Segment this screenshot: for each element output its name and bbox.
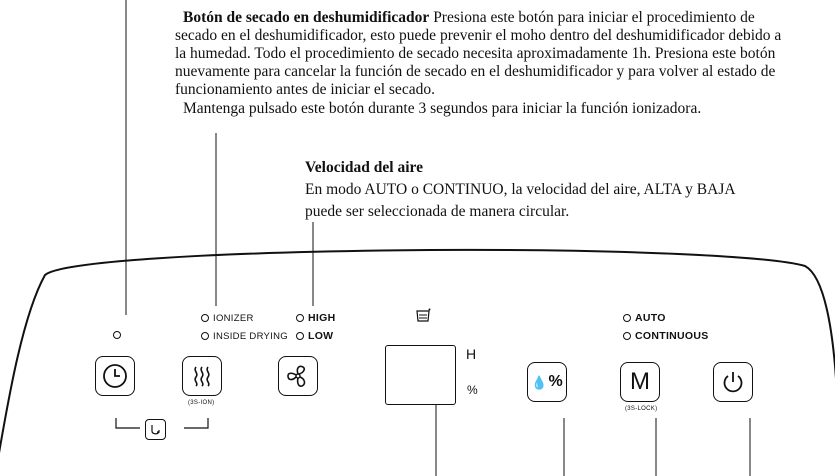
dry-line-6: Mantenga pulsado este botón durante 3 se… xyxy=(183,100,702,117)
dry-title: Botón de secado en deshumidificador xyxy=(183,9,430,26)
inside-drying-label: INSIDE DRYING xyxy=(213,331,288,342)
high-label: HIGH xyxy=(308,312,336,324)
fan-speed-button[interactable] xyxy=(278,356,318,396)
dry-line-4: nuevamente para cancelar la función de s… xyxy=(175,63,776,80)
auto-indicator: AUTO xyxy=(623,312,666,324)
continuous-label: CONTINUOUS xyxy=(635,330,709,342)
low-indicator: LOW xyxy=(296,330,333,342)
dry-description: Botón de secado en deshumidificador Pres… xyxy=(183,9,755,27)
timer-indicator xyxy=(113,330,125,341)
mode-button[interactable]: M xyxy=(620,362,660,402)
dry-line-3: la humedad. Todo el procedimiento de sec… xyxy=(175,45,776,62)
dry-line-1: Presiona este botón para iniciar el proc… xyxy=(433,9,755,26)
mode-button-sublabel: (3S-LOCK) xyxy=(625,406,658,412)
ionizer-label: IONIZER xyxy=(213,313,254,324)
humidity-display xyxy=(385,345,456,405)
display-unit-h: H xyxy=(466,346,477,362)
inside-drying-indicator: INSIDE DRYING xyxy=(201,331,288,342)
dry-button[interactable] xyxy=(182,356,222,396)
display-unit-percent: % xyxy=(467,383,478,397)
ionizer-indicator: IONIZER xyxy=(201,313,254,324)
humidity-button-label: % xyxy=(548,373,563,390)
air-line-2: puede ser seleccionada de manera circula… xyxy=(305,203,570,220)
continuous-indicator: CONTINUOUS xyxy=(623,330,709,342)
high-indicator: HIGH xyxy=(296,312,335,324)
fan-icon xyxy=(287,365,306,387)
droplet-icon: 💧 xyxy=(531,374,548,390)
dry-line-2: secado en el deshumidificador, esto pued… xyxy=(175,27,782,44)
dry-line-5: funcionamiento antes de iniciar el secad… xyxy=(175,81,435,98)
timer-button[interactable] xyxy=(95,356,135,396)
mode-button-label: M xyxy=(630,368,650,395)
combo-box xyxy=(145,419,166,440)
air-title: Velocidad del aire xyxy=(305,159,423,176)
dry-button-sublabel: (3S-ION) xyxy=(188,400,215,406)
power-button[interactable] xyxy=(713,362,753,402)
clock-icon xyxy=(103,364,127,388)
low-label: LOW xyxy=(308,330,334,342)
auto-label: AUTO xyxy=(635,312,666,324)
air-line-1: En modo AUTO o CONTINUO, la velocidad de… xyxy=(305,181,736,198)
heat-waves-icon xyxy=(194,366,210,387)
humidity-button[interactable]: 💧 % xyxy=(527,362,567,402)
circular-arrow-icon xyxy=(151,425,160,435)
power-icon xyxy=(723,372,743,393)
water-tank-icon xyxy=(415,308,431,324)
